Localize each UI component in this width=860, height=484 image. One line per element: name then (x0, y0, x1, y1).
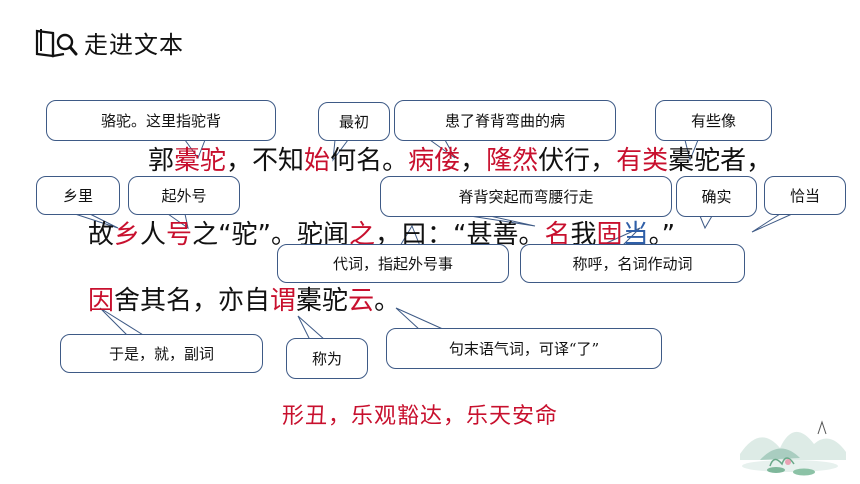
note-chengwei: 称为 (286, 338, 368, 379)
note-xiangli: 乡里 (36, 176, 120, 215)
text-segment: 故 (88, 220, 115, 250)
keyword: 号 (166, 220, 193, 250)
summary-text: 形丑，乐观豁达，乐天安命 (281, 404, 558, 429)
text-segment: 舍其名，亦自 (114, 286, 271, 316)
note-queshi: 确实 (676, 176, 757, 217)
page-title: 走进文本 (84, 30, 184, 59)
note-luotuo: 骆驼。这里指驼背 (46, 100, 276, 141)
note-qiadang: 恰当 (764, 176, 846, 215)
note-youxie: 有些像 (655, 100, 772, 141)
keyword: 橐驼 (174, 146, 227, 176)
note-yushi: 于是，就，副词 (60, 334, 263, 373)
text-segment: 。 (374, 286, 401, 316)
keyword: 谓 (270, 286, 297, 316)
text-segment: 郭 (148, 146, 175, 176)
note-qiwaihao: 起外号 (128, 176, 240, 215)
section-header: 走进文本 (34, 24, 184, 60)
passage-line-1: 郭橐驼，不知始何名。病偻，隆然伏行，有类橐驼者， (148, 144, 772, 178)
note-chenghu: 称呼，名词作动词 (520, 244, 745, 283)
keyword: 云 (348, 286, 375, 316)
keyword: 因 (88, 286, 115, 316)
note-jumo: 句末语气词，可译“了” (386, 328, 662, 369)
book-magnifier-icon (35, 29, 78, 58)
text-segment: 橐驼 (296, 286, 349, 316)
text-segment: 何名。 (330, 146, 409, 176)
text-segment: ， (460, 146, 487, 176)
keyword: 病偻 (408, 146, 461, 176)
note-daici: 代词，指起外号事 (277, 244, 509, 283)
keyword: 隆然 (486, 146, 539, 176)
keyword: 始 (304, 146, 331, 176)
passage-line-3: 因舍其名，亦自谓橐驼云。 (88, 284, 400, 318)
keyword: 有类 (616, 146, 669, 176)
note-jibei: 脊背突起而弯腰行走 (380, 176, 672, 217)
note-zuichu: 最初 (318, 102, 390, 141)
text-segment: ，不知 (226, 146, 305, 176)
text-segment: 橐驼者， (668, 146, 773, 176)
text-segment: 伏行， (538, 146, 617, 176)
note-huanle: 患了脊背弯曲的病 (394, 100, 616, 141)
text-segment: 人 (140, 220, 167, 250)
keyword: 乡 (114, 220, 141, 250)
landscape-decoration-icon (740, 420, 846, 476)
